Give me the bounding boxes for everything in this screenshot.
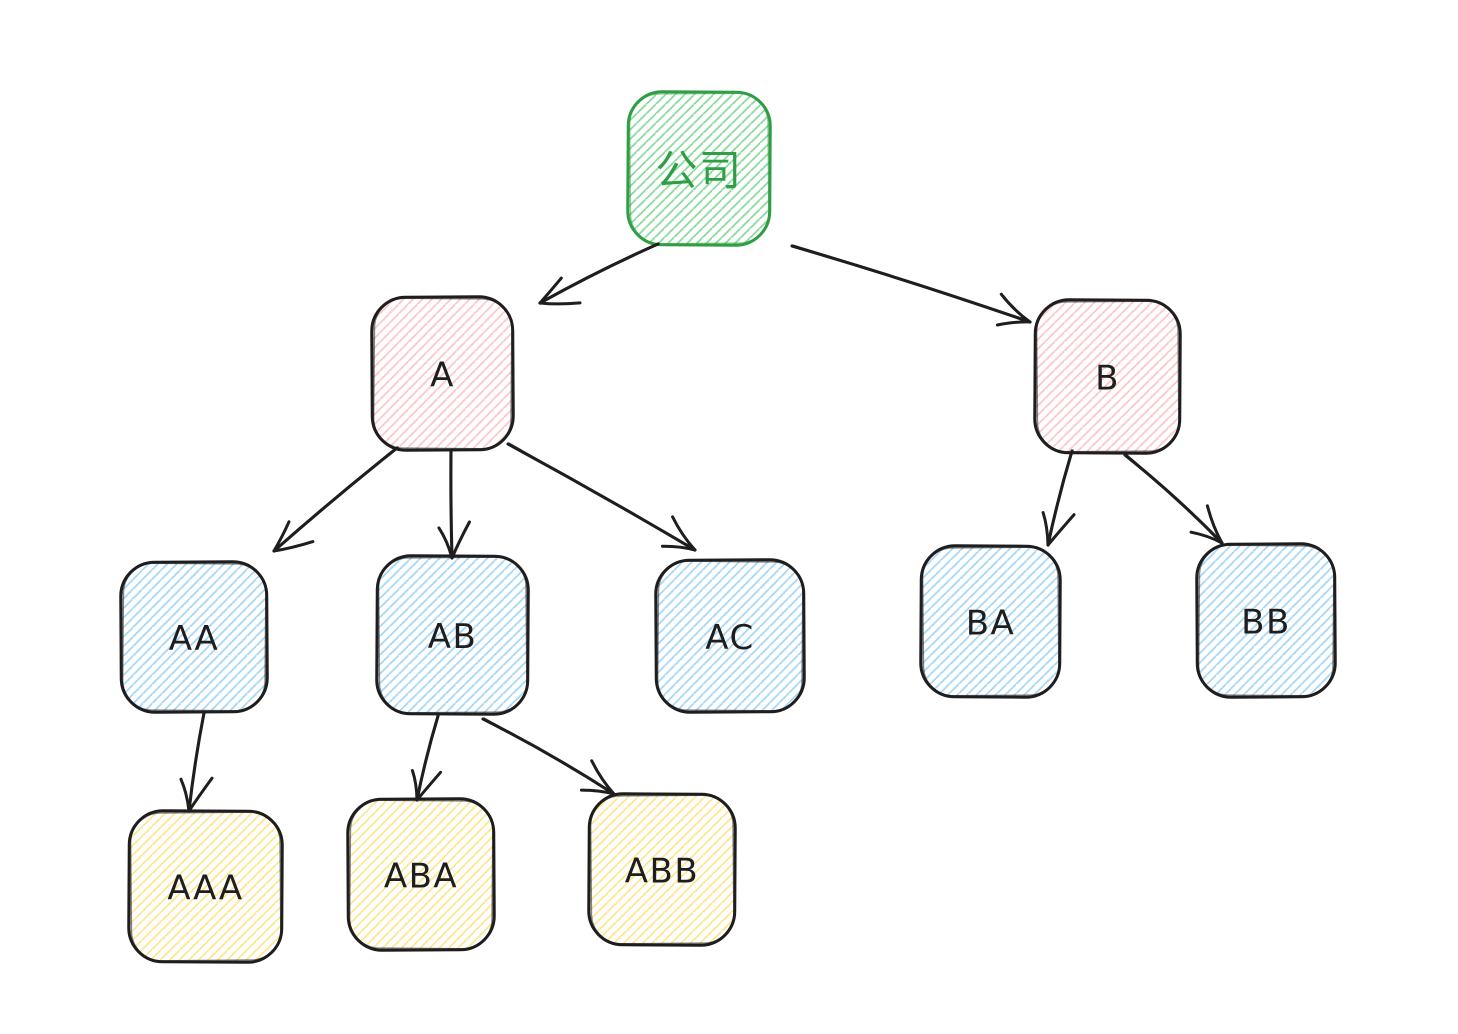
arrow-company-A <box>538 242 660 306</box>
node-company: 公司 <box>626 90 772 247</box>
arrowhead-barb <box>415 770 443 802</box>
node-box-BA <box>919 544 1062 699</box>
node-label-AAA: AAA <box>167 869 243 909</box>
arrow-shaft-sketch <box>188 711 206 812</box>
node-box-sketch-B <box>1035 300 1180 453</box>
arrow-A-AB <box>437 448 471 560</box>
node-BA: BA <box>919 544 1062 699</box>
node-ABA: ABA <box>346 797 496 952</box>
node-label-ABA: ABA <box>384 857 458 897</box>
arrowhead-barb <box>179 777 191 813</box>
arrow-company-B <box>790 244 1032 327</box>
node-ABB: ABB <box>587 792 737 947</box>
arrowhead-barb <box>410 769 419 802</box>
node-box-sketch-A <box>372 297 513 450</box>
node-box-AAA <box>127 809 284 964</box>
node-label-company: 公司 <box>655 146 742 195</box>
arrow-shaft-sketch <box>1047 449 1074 546</box>
arrow-B-BA <box>1041 449 1076 547</box>
node-AB: AB <box>375 554 530 716</box>
node-box-sketch-ABB <box>589 794 735 945</box>
arrow-shaft-sketch <box>792 244 1031 323</box>
arrowhead-barb <box>1189 530 1224 545</box>
arrow-shaft-sketch <box>508 442 696 551</box>
arrow-shaft-sketch <box>450 448 453 559</box>
arrowhead-barb <box>437 526 454 560</box>
arrow-B-BB <box>1123 453 1224 545</box>
node-label-B: B <box>1095 359 1120 399</box>
node-box-ABA <box>346 797 496 952</box>
node-box-ABB <box>587 792 737 947</box>
node-box-sketch-AAA <box>129 811 282 962</box>
node-label-AC: AC <box>705 618 754 658</box>
node-BB: BB <box>1195 542 1337 699</box>
arrowhead-barb <box>1205 504 1224 545</box>
node-A: A <box>370 295 515 452</box>
arrow-shaft <box>481 717 616 796</box>
arrowhead-barb <box>1041 511 1050 547</box>
node-box-sketch-AA <box>121 562 267 712</box>
arrow-shaft-sketch <box>273 446 399 552</box>
arrowhead-barb <box>1046 513 1076 547</box>
node-box-sketch-BB <box>1197 544 1335 697</box>
arrowhead-barb <box>579 788 616 796</box>
node-B: B <box>1033 298 1182 455</box>
arrow-AA-AAA <box>179 711 214 813</box>
node-label-BB: BB <box>1241 603 1291 643</box>
arrow-shaft-sketch <box>539 242 660 304</box>
node-box-B <box>1033 298 1182 455</box>
node-label-AB: AB <box>428 617 478 657</box>
node-label-BA: BA <box>966 604 1016 644</box>
arrow-shaft-sketch <box>483 717 615 795</box>
arrow-A-AA <box>272 446 399 553</box>
node-box-sketch-company <box>628 92 770 245</box>
arrow-A-AC <box>506 442 697 552</box>
arrowhead-barb <box>538 276 563 305</box>
arrowhead-barb <box>660 544 697 552</box>
node-AAA: AAA <box>127 809 284 964</box>
arrowhead-barb <box>995 320 1032 327</box>
arrow-AB-ABA <box>410 714 443 802</box>
arrowhead-barb <box>671 515 697 552</box>
node-AC: AC <box>654 558 806 714</box>
arrowhead-barb <box>272 520 291 553</box>
node-box-sketch-ABA <box>348 799 494 950</box>
arrowhead-barb <box>450 520 471 560</box>
node-box-sketch-BA <box>921 546 1060 697</box>
arrowhead-barb <box>590 759 616 796</box>
arrow-shaft-sketch <box>1125 453 1223 544</box>
arrowhead-barb <box>187 776 214 813</box>
node-box-sketch-AC <box>656 560 804 712</box>
node-AA: AA <box>119 560 269 714</box>
node-box-A <box>370 295 515 452</box>
arrow-shaft-sketch <box>416 714 440 801</box>
node-box-AA <box>119 560 269 714</box>
arrowhead-barb <box>272 540 315 553</box>
node-label-AA: AA <box>169 619 219 659</box>
node-box-AC <box>654 558 806 714</box>
arrowhead-barb <box>538 301 582 306</box>
arrow-AB-ABB <box>481 717 616 796</box>
node-label-A: A <box>430 356 455 396</box>
node-label-ABB: ABB <box>625 852 699 892</box>
arrowhead-barb <box>999 292 1032 324</box>
node-box-BB <box>1195 542 1337 699</box>
node-box-company <box>626 90 772 247</box>
